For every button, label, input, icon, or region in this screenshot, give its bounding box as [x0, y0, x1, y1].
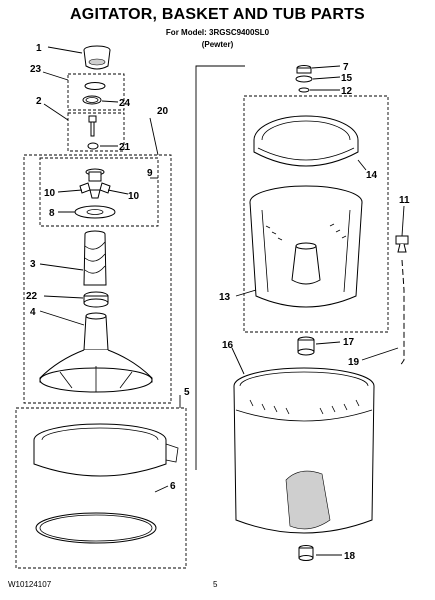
callout-2: 2 [36, 96, 42, 107]
document-number: W10124107 [8, 580, 52, 589]
part-agitator-cap [83, 45, 111, 70]
leader-6 [154, 485, 169, 493]
part-hub-nut [295, 65, 313, 93]
callout-7: 7 [343, 62, 349, 73]
callout-4: 4 [30, 307, 36, 318]
callout-19: 19 [348, 357, 360, 368]
callout-9: 9 [147, 168, 153, 179]
connector-line [195, 65, 245, 470]
part-outer-tub [233, 367, 375, 534]
leader-22 [43, 295, 84, 299]
model-number: For Model: 3RGSC9400SL0 [165, 28, 270, 37]
leader-10b [107, 189, 129, 195]
callout-8: 8 [49, 208, 55, 219]
callout-5: 5 [184, 387, 190, 398]
callout-1: 1 [36, 43, 42, 54]
group-box-2 [67, 112, 125, 152]
part-seal-ring [82, 82, 106, 105]
part-agitator-dogs [74, 168, 116, 219]
part-tub-seal [297, 336, 315, 356]
leader-24 [101, 100, 119, 103]
callout-17: 17 [343, 337, 355, 348]
page-number: 5 [213, 580, 218, 589]
callout-22: 22 [26, 291, 38, 302]
leader-13 [235, 289, 257, 297]
color-variant: (Pewter) [201, 40, 234, 49]
callout-20: 20 [157, 106, 169, 117]
group-box-basket [243, 95, 389, 333]
leader-14 [357, 159, 367, 171]
callout-13: 13 [219, 292, 231, 303]
leader-20 [149, 117, 159, 156]
part-agitator-auger [83, 230, 107, 286]
leader-3 [39, 263, 84, 271]
group-box-20 [23, 154, 172, 404]
callout-11: 11 [399, 195, 410, 206]
part-basket [249, 185, 363, 308]
callout-18: 18 [344, 551, 356, 562]
callout-23: 23 [30, 64, 42, 75]
leader-10a [57, 189, 83, 193]
part-tub-ring-seal [35, 512, 157, 544]
leader-23 [42, 71, 69, 81]
callout-24: 24 [119, 98, 131, 109]
leader-7 [311, 65, 341, 69]
part-balance-ring [253, 115, 359, 167]
part-agitator-bolt [87, 115, 99, 150]
callout-3: 3 [30, 259, 36, 270]
leader-4 [39, 310, 85, 326]
leader-15 [312, 76, 341, 80]
callout-10a: 10 [44, 188, 56, 199]
part-hose-fitting [395, 235, 409, 253]
leader-11 [401, 205, 405, 237]
part-hose [399, 259, 405, 367]
leader-17 [315, 341, 341, 345]
group-box-5 [15, 407, 187, 569]
part-tub-ring [33, 423, 179, 477]
callout-10b: 10 [128, 191, 140, 202]
callout-14: 14 [366, 170, 378, 181]
page-title: AGITATOR, BASKET AND TUB PARTS [70, 6, 365, 23]
group-box-9 [39, 157, 159, 227]
leader-1 [47, 46, 83, 54]
part-bearing [83, 291, 109, 308]
callout-21: 21 [119, 142, 131, 153]
group-box-23 [67, 73, 125, 111]
callout-15: 15 [341, 73, 353, 84]
part-agitator-base [39, 312, 153, 393]
callout-16: 16 [222, 340, 234, 351]
leader-19 [361, 347, 399, 361]
callout-6: 6 [170, 481, 176, 492]
callout-12: 12 [341, 86, 353, 97]
part-drain-fitting [298, 545, 314, 561]
leader-16 [231, 347, 245, 375]
leader-2 [43, 103, 69, 121]
